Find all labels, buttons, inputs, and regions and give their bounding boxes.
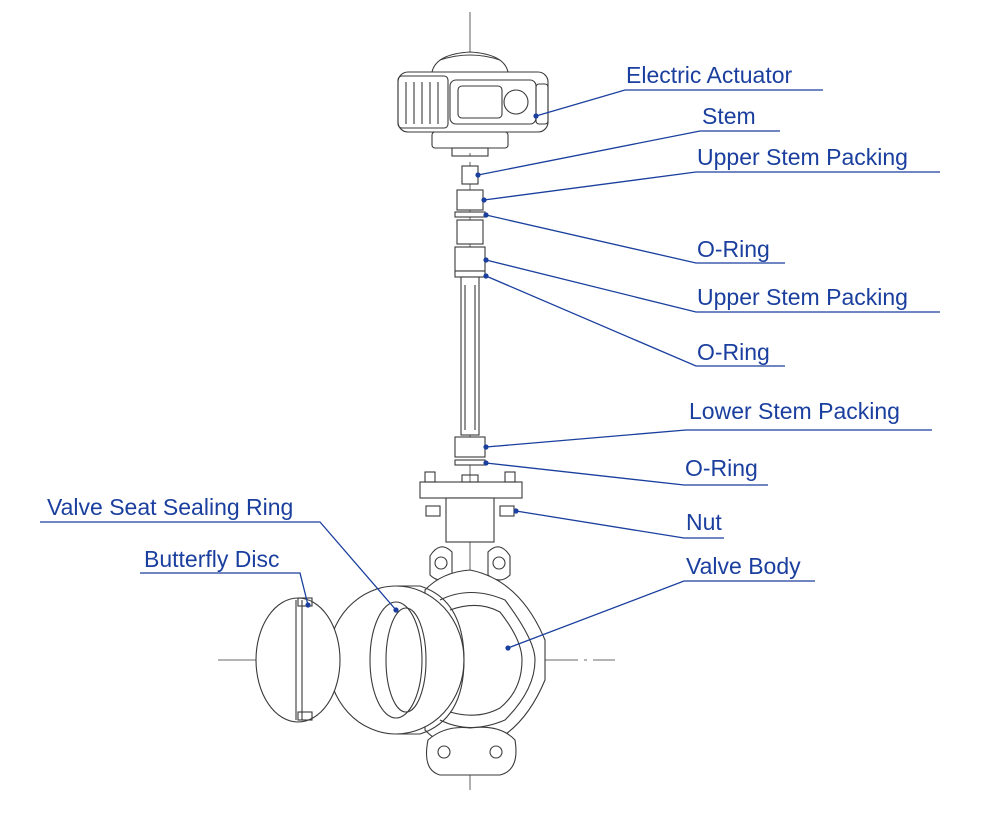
stem-assembly-shape [454,165,486,466]
leader-o-ring-3 [485,462,768,486]
leader-o-ring-2 [485,275,785,367]
electric-actuator-shape [397,51,549,157]
leader-nut [515,510,724,539]
leader-butterfly-disc [140,572,309,606]
leader-stem [477,130,780,176]
valve-seat-sealing-ring-shape [327,585,465,735]
leader-electric-actuator [535,89,823,117]
label-o-ring-2: O-Ring [697,339,770,365]
leader-valve-body [507,580,815,649]
leader-upper-stem-packing-1 [483,171,940,201]
label-o-ring-3: O-Ring [685,455,758,481]
label-electric-actuator: Electric Actuator [626,62,793,88]
leader-lower-stem-packing [485,429,932,448]
butterfly-disc-shape [255,597,341,723]
leader-o-ring-1 [485,214,785,264]
label-upper-stem-packing-1: Upper Stem Packing [697,144,908,170]
label-butterfly-disc: Butterfly Disc [144,546,280,572]
label-valve-body: Valve Body [686,553,801,579]
label-upper-stem-packing-2: Upper Stem Packing [697,284,908,310]
label-lower-stem-packing: Lower Stem Packing [689,398,900,424]
label-valve-seat-sealing-ring: Valve Seat Sealing Ring [47,494,294,520]
label-stem: Stem [702,103,756,129]
label-o-ring-1: O-Ring [697,236,770,262]
label-nut: Nut [686,509,722,535]
leader-upper-stem-packing-2 [485,259,940,313]
leader-valve-seat-sealing-ring [40,521,397,611]
